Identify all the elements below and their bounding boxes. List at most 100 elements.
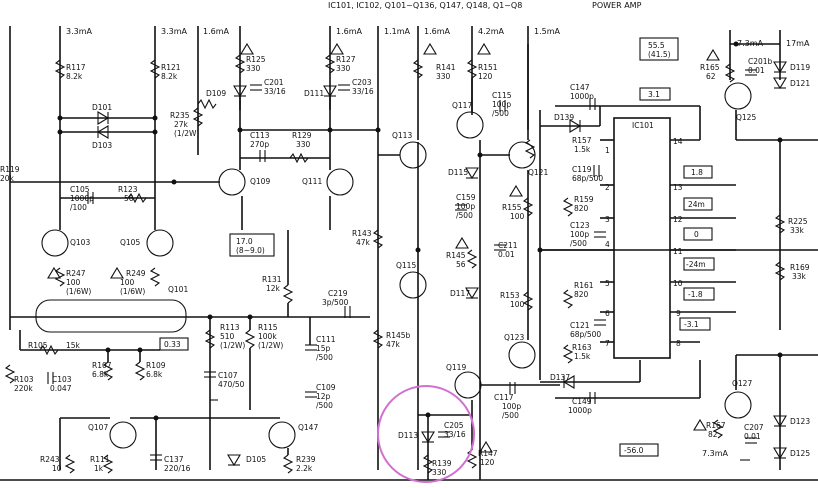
component-ref: Q117 <box>452 101 472 110</box>
component-ref: R143 <box>352 229 372 238</box>
ic-pin: 6 <box>605 309 610 318</box>
component-ref: C137 <box>164 455 184 464</box>
component-ref: C147 <box>570 83 590 92</box>
component-value: 100p/500 <box>456 202 475 220</box>
component-ref: R141 <box>436 63 456 72</box>
transistor-q113 <box>399 141 427 169</box>
current-label: 3.3mA <box>161 27 188 36</box>
transistor-q117 <box>456 111 484 139</box>
ic-pin: 7 <box>605 339 610 348</box>
voltage-value: 0.33 <box>164 340 181 349</box>
component-value: 820 <box>574 204 589 213</box>
current-label: 4.2mA <box>478 27 505 36</box>
transistor-q115 <box>399 271 427 299</box>
ic-pin: 14 <box>673 137 683 146</box>
component-labels: R117 8.2k R121 8.2k R125 330 C201 33/16 … <box>0 55 810 477</box>
component-ref: D101 <box>92 103 112 112</box>
component-ref: R243 <box>40 455 60 464</box>
component-ref: Q105 <box>120 238 140 247</box>
voltage-value: 24m <box>688 200 705 209</box>
warning-triangle-icon <box>240 42 254 55</box>
ic-pin: 11 <box>673 247 683 256</box>
transistor-q119 <box>454 371 482 399</box>
component-value: 0.01 <box>744 432 761 441</box>
component-ref: C115 <box>492 91 512 100</box>
component-ref: D139 <box>554 113 574 122</box>
component-value: 330 <box>336 64 351 73</box>
component-ref: D113 <box>398 431 418 440</box>
voltage-boxes: 55.5(41.5) 3.1 1.8 24m 0 -24m -1.8 -3.1 … <box>159 37 715 457</box>
q101-package <box>35 299 187 333</box>
component-value: 6.8k <box>146 370 163 379</box>
component-ref: Q147 <box>298 423 318 432</box>
component-ref: D103 <box>92 141 112 150</box>
component-ref: R167 <box>706 421 726 430</box>
component-value: 15p/500 <box>316 344 333 362</box>
component-value: 2.2k <box>296 464 313 473</box>
transistor-q109 <box>218 168 246 196</box>
transistor-q125 <box>724 82 752 110</box>
component-value: 1000p/100 <box>70 194 94 212</box>
component-value: 8.2k <box>161 72 178 81</box>
warning-triangle-icon <box>423 42 437 55</box>
ground-symbols <box>210 399 750 461</box>
transistor-q107 <box>109 421 137 449</box>
voltage-value: -1.8 <box>688 290 703 299</box>
component-ref: Q107 <box>88 423 108 432</box>
component-value: 100p/500 <box>502 402 521 420</box>
component-value: 12k <box>266 284 281 293</box>
component-ref: R163 <box>572 343 592 352</box>
component-ref: R119 <box>0 165 20 174</box>
warning-triangles <box>47 42 720 453</box>
transistor-q147 <box>268 421 296 449</box>
component-value: 100 <box>510 300 525 309</box>
component-ref: D123 <box>790 417 810 426</box>
component-value: 47k <box>386 340 401 349</box>
component-ref: R109 <box>146 361 166 370</box>
component-value: 33/16 <box>444 430 466 439</box>
component-value: 68p/500 <box>572 174 603 183</box>
component-value: 1.5k <box>574 352 591 361</box>
ic-pin: 9 <box>676 309 681 318</box>
component-ref: R145b <box>386 331 411 340</box>
component-ref: R147 <box>478 449 498 458</box>
component-ref: R151 <box>478 63 498 72</box>
voltage-value: -24m <box>686 260 706 269</box>
highlight-circle <box>377 385 475 483</box>
component-ref: R129 <box>292 131 312 140</box>
component-ref: R103 <box>14 375 34 384</box>
current-labels: 3.3mA 3.3mA 1.6mA 1.6mA 1.1mA 1.6mA 4.2m… <box>66 27 810 458</box>
warning-triangle-icon <box>477 42 491 55</box>
component-value: 12p/500 <box>316 392 333 410</box>
component-value: 220/16 <box>164 464 191 473</box>
component-value: 220k <box>14 384 33 393</box>
component-ref: D119 <box>790 63 810 72</box>
component-ref: C119 <box>572 165 592 174</box>
component-ref: Q127 <box>732 379 752 388</box>
component-ref: R115 <box>258 323 278 332</box>
component-ref: R127 <box>336 55 356 64</box>
ic101-pins: 1 2 3 4 5 6 7 8 9 10 11 12 13 14 <box>540 137 736 348</box>
voltage-value: 17.0(8~9.0) <box>236 237 265 255</box>
component-ref: C113 <box>250 131 270 140</box>
component-ref: Q125 <box>736 113 756 122</box>
component-value: 120 <box>478 72 493 81</box>
current-label: 1.6mA <box>336 27 363 36</box>
component-value: 100k(1/2W) <box>258 332 283 350</box>
component-value: 33/16 <box>264 87 286 96</box>
warning-triangle-icon <box>110 266 124 279</box>
transistor-q105 <box>146 229 174 257</box>
component-value: 1k <box>94 464 104 473</box>
component-ref: Q109 <box>250 177 270 186</box>
warning-triangle-icon <box>509 184 523 197</box>
current-label: 7.3mA <box>737 39 764 48</box>
component-ref: D111 <box>304 89 324 98</box>
ic-pin: 12 <box>673 215 683 224</box>
component-ref: R165 <box>700 63 720 72</box>
component-value: 1.5k <box>574 145 591 154</box>
component-ref: C149 <box>572 397 592 406</box>
component-ref: R225 <box>788 217 808 226</box>
transistor-q111 <box>326 168 354 196</box>
component-value: 0.01 <box>748 66 765 75</box>
